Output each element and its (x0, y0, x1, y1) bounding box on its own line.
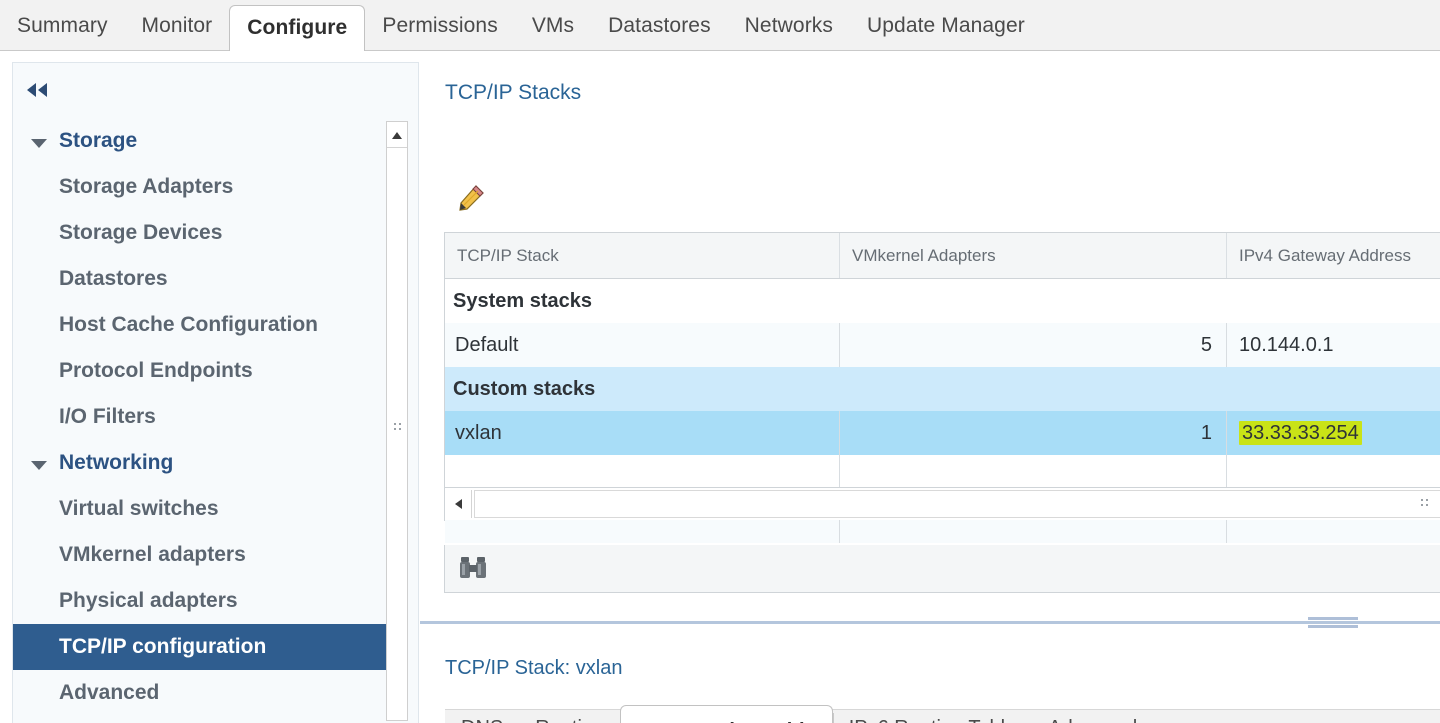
chevron-down-icon[interactable] (31, 461, 47, 470)
sidebar-item-host-cache-configuration[interactable]: Host Cache Configuration (13, 302, 393, 348)
cell-stack-name: vxlan (455, 422, 502, 444)
cell-ipv4-gateway: 33.33.33.254 (1226, 411, 1440, 455)
sidebar-item-label: Virtual switches (59, 497, 219, 520)
sidebar-item-vmkernel-adapters[interactable]: VMkernel adapters (13, 532, 393, 578)
sidebar-item-advanced[interactable]: Advanced (13, 670, 393, 716)
table-toolbar (445, 179, 1440, 219)
binoculars-filter-icon[interactable] (457, 554, 489, 582)
sidebar-item-storage-devices[interactable]: Storage Devices (13, 210, 393, 256)
detail-tab-bar: DNSRoutingIPv4 Routing TableIPv6 Routing… (445, 705, 1440, 723)
detail-tab-ipv6-routing-table[interactable]: IPv6 Routing Table (832, 705, 1033, 723)
cell-stack-name: Default (455, 334, 519, 356)
column-header-tcpip-stack[interactable]: TCP/IP Stack (457, 246, 559, 265)
primary-tab-vms[interactable]: VMs (531, 14, 575, 37)
sidebar-item-i-o-filters[interactable]: I/O Filters (13, 394, 393, 440)
sidebar-item-label: TCP/IP configuration (59, 635, 267, 658)
group-label: Custom stacks (453, 378, 596, 400)
cell-empty (839, 499, 1226, 543)
sidebar-item-tcp-ip-configuration[interactable]: TCP/IP configuration (13, 624, 393, 670)
sidebar-item-virtual-switches[interactable]: Virtual switches (13, 486, 393, 532)
sidebar-item-label: Datastores (59, 267, 168, 290)
detail-tab-dns[interactable]: DNS (445, 705, 519, 723)
cell-empty (1226, 499, 1440, 543)
highlighted-gateway-value: 33.33.33.254 (1239, 421, 1362, 445)
primary-tab-configure[interactable]: Configure (229, 5, 366, 51)
primary-tab-networks[interactable]: Networks (744, 14, 833, 37)
sidebar-item-label: Advanced (59, 681, 160, 704)
sidebar-item-label: Storage Adapters (59, 175, 234, 198)
table-row-default[interactable]: Default 5 10.144.0.1 (445, 323, 1440, 367)
cell-vmkernel-adapters: 5 (839, 323, 1226, 367)
cell-empty (1226, 455, 1440, 499)
sidebar-item-label: Host Cache Configuration (59, 313, 319, 336)
sidebar-item-storage[interactable]: Storage (13, 118, 393, 164)
scrollbar-thumb[interactable] (474, 490, 1440, 518)
primary-tab-bar: Summary Monitor Configure Permissions VMs Dat… (0, 0, 1440, 51)
cell-vmkernel-adapters: 1 (839, 411, 1226, 455)
pencil-edit-icon[interactable] (454, 181, 488, 215)
sidebar-item-label: VMkernel adapters (59, 543, 246, 566)
column-header-ipv4-gateway-address[interactable]: IPv4 Gateway Address (1226, 233, 1440, 278)
table-footer-bar (444, 545, 1440, 593)
tcpip-stacks-panel: TCP/IP Stacks TCP/IP Stack VMkernel Adap… (420, 51, 1440, 723)
cell-ipv4-gateway: 10.144.0.1 (1226, 323, 1440, 367)
detail-section-title: TCP/IP Stack: vxlan (445, 657, 623, 679)
scrollbar-grip-icon[interactable] (1421, 499, 1431, 509)
detail-tab-routing[interactable]: Routing (519, 705, 620, 723)
tcpip-stacks-table: TCP/IP Stack VMkernel Adapters IPv4 Gate… (444, 232, 1440, 543)
primary-tab-summary[interactable]: Summary (17, 14, 108, 37)
primary-tab-update-manager[interactable]: Update Manager (867, 14, 1025, 37)
sidebar-item-label: Protocol Endpoints (59, 359, 253, 382)
detail-tab-ipv4-routing-table[interactable]: IPv4 Routing Table (620, 705, 833, 723)
table-row-vxlan[interactable]: vxlan 1 33.33.33.254 (445, 411, 1440, 455)
sidebar-item-physical-adapters[interactable]: Physical adapters (13, 578, 393, 624)
scroll-up-arrow-icon[interactable] (387, 122, 407, 148)
page-title: TCP/IP Stacks (445, 81, 582, 104)
detail-tab-list: DNSRoutingIPv4 Routing TableIPv6 Routing… (445, 705, 1153, 723)
splitter-grip-icon[interactable] (1308, 617, 1358, 628)
sidebar-item-label: Physical adapters (59, 589, 238, 612)
table-header-row: TCP/IP Stack VMkernel Adapters IPv4 Gate… (445, 233, 1440, 279)
table-group-row-custom-stacks[interactable]: Custom stacks (445, 367, 1440, 411)
sidebar-item-label: I/O Filters (59, 405, 156, 428)
table-horizontal-scrollbar[interactable] (445, 487, 1440, 520)
scroll-left-arrow-icon[interactable] (446, 490, 472, 518)
group-label: System stacks (453, 290, 592, 312)
sidebar-resize-grip-icon[interactable] (394, 423, 404, 433)
sidebar-item-label: Networking (59, 451, 174, 474)
detail-tab-advanced[interactable]: Advanced (1032, 705, 1153, 723)
primary-tab-list: Summary Monitor Configure Permissions VMs Dat… (0, 5, 1042, 51)
sidebar-item-label: Storage (59, 129, 138, 152)
sidebar-item-datastores[interactable]: Datastores (13, 256, 393, 302)
sidebar-vertical-scrollbar[interactable] (386, 121, 408, 721)
cell-empty (839, 455, 1226, 499)
chevron-down-icon[interactable] (31, 139, 47, 148)
double-chevron-left-icon[interactable] (23, 79, 57, 105)
primary-tab-datastores[interactable]: Datastores (608, 14, 711, 37)
column-header-vmkernel-adapters[interactable]: VMkernel Adapters (839, 233, 1226, 278)
sidebar-item-storage-adapters[interactable]: Storage Adapters (13, 164, 393, 210)
panel-splitter[interactable] (420, 617, 1440, 628)
sidebar-item-protocol-endpoints[interactable]: Protocol Endpoints (13, 348, 393, 394)
table-group-row-system-stacks[interactable]: System stacks (445, 279, 1440, 323)
sidebar-item-networking[interactable]: Networking (13, 440, 393, 486)
primary-tab-permissions[interactable]: Permissions (382, 14, 498, 37)
primary-tab-monitor[interactable]: Monitor (141, 14, 213, 37)
sidebar-item-label: Storage Devices (59, 221, 223, 244)
